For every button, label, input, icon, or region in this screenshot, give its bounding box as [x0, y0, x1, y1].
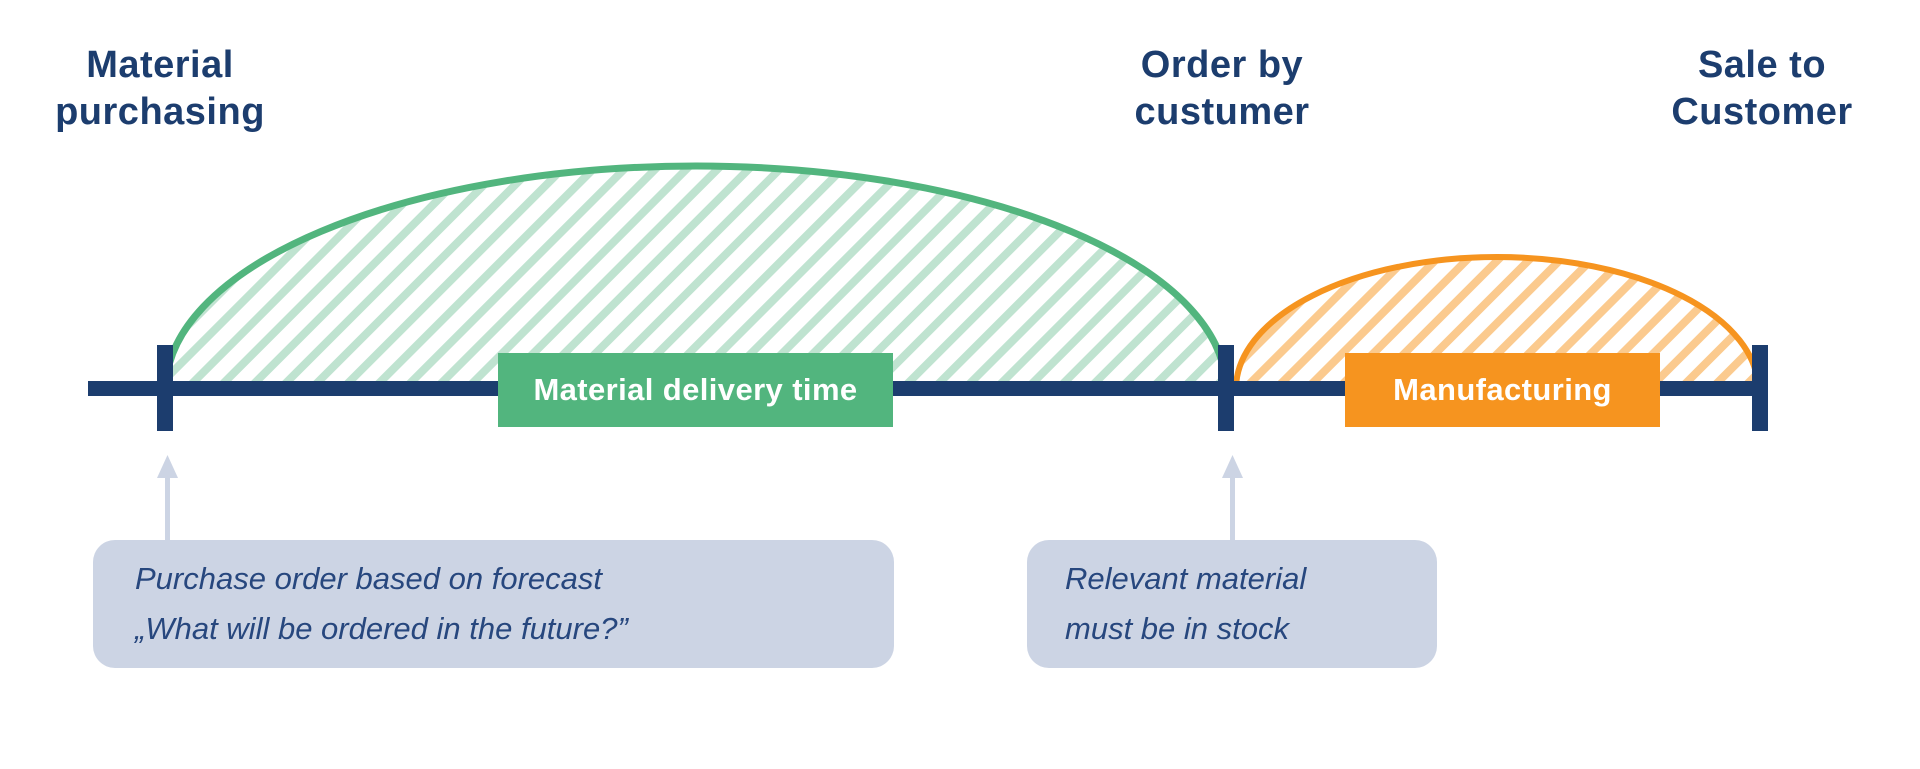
tick-material-purchasing — [157, 345, 173, 431]
material-delivery-arc-fill — [166, 166, 1226, 389]
material-delivery-arc-outline — [162, 162, 1230, 390]
milestone-label-sale-to-customer: Sale to Customer — [1671, 44, 1853, 133]
tick-order-by-custumer — [1218, 345, 1234, 431]
callout-stock-note: Relevant material must be in stock — [1027, 540, 1437, 668]
arrow-up-icon-right — [1222, 455, 1243, 545]
milestone-label-order-by-custumer: Order by custumer — [1134, 44, 1310, 133]
arrow-up-icon-left — [157, 455, 178, 545]
span-label-material-delivery-time: Material delivery time — [498, 353, 893, 427]
manufacturing-arc-outline — [1233, 254, 1761, 390]
milestone-label-material-purchasing: Material purchasing — [55, 44, 265, 133]
tick-sale-to-customer — [1752, 345, 1768, 431]
span-label-manufacturing: Manufacturing — [1345, 353, 1660, 427]
callout-purchase-order-note: Purchase order based on forecast „What w… — [93, 540, 894, 668]
